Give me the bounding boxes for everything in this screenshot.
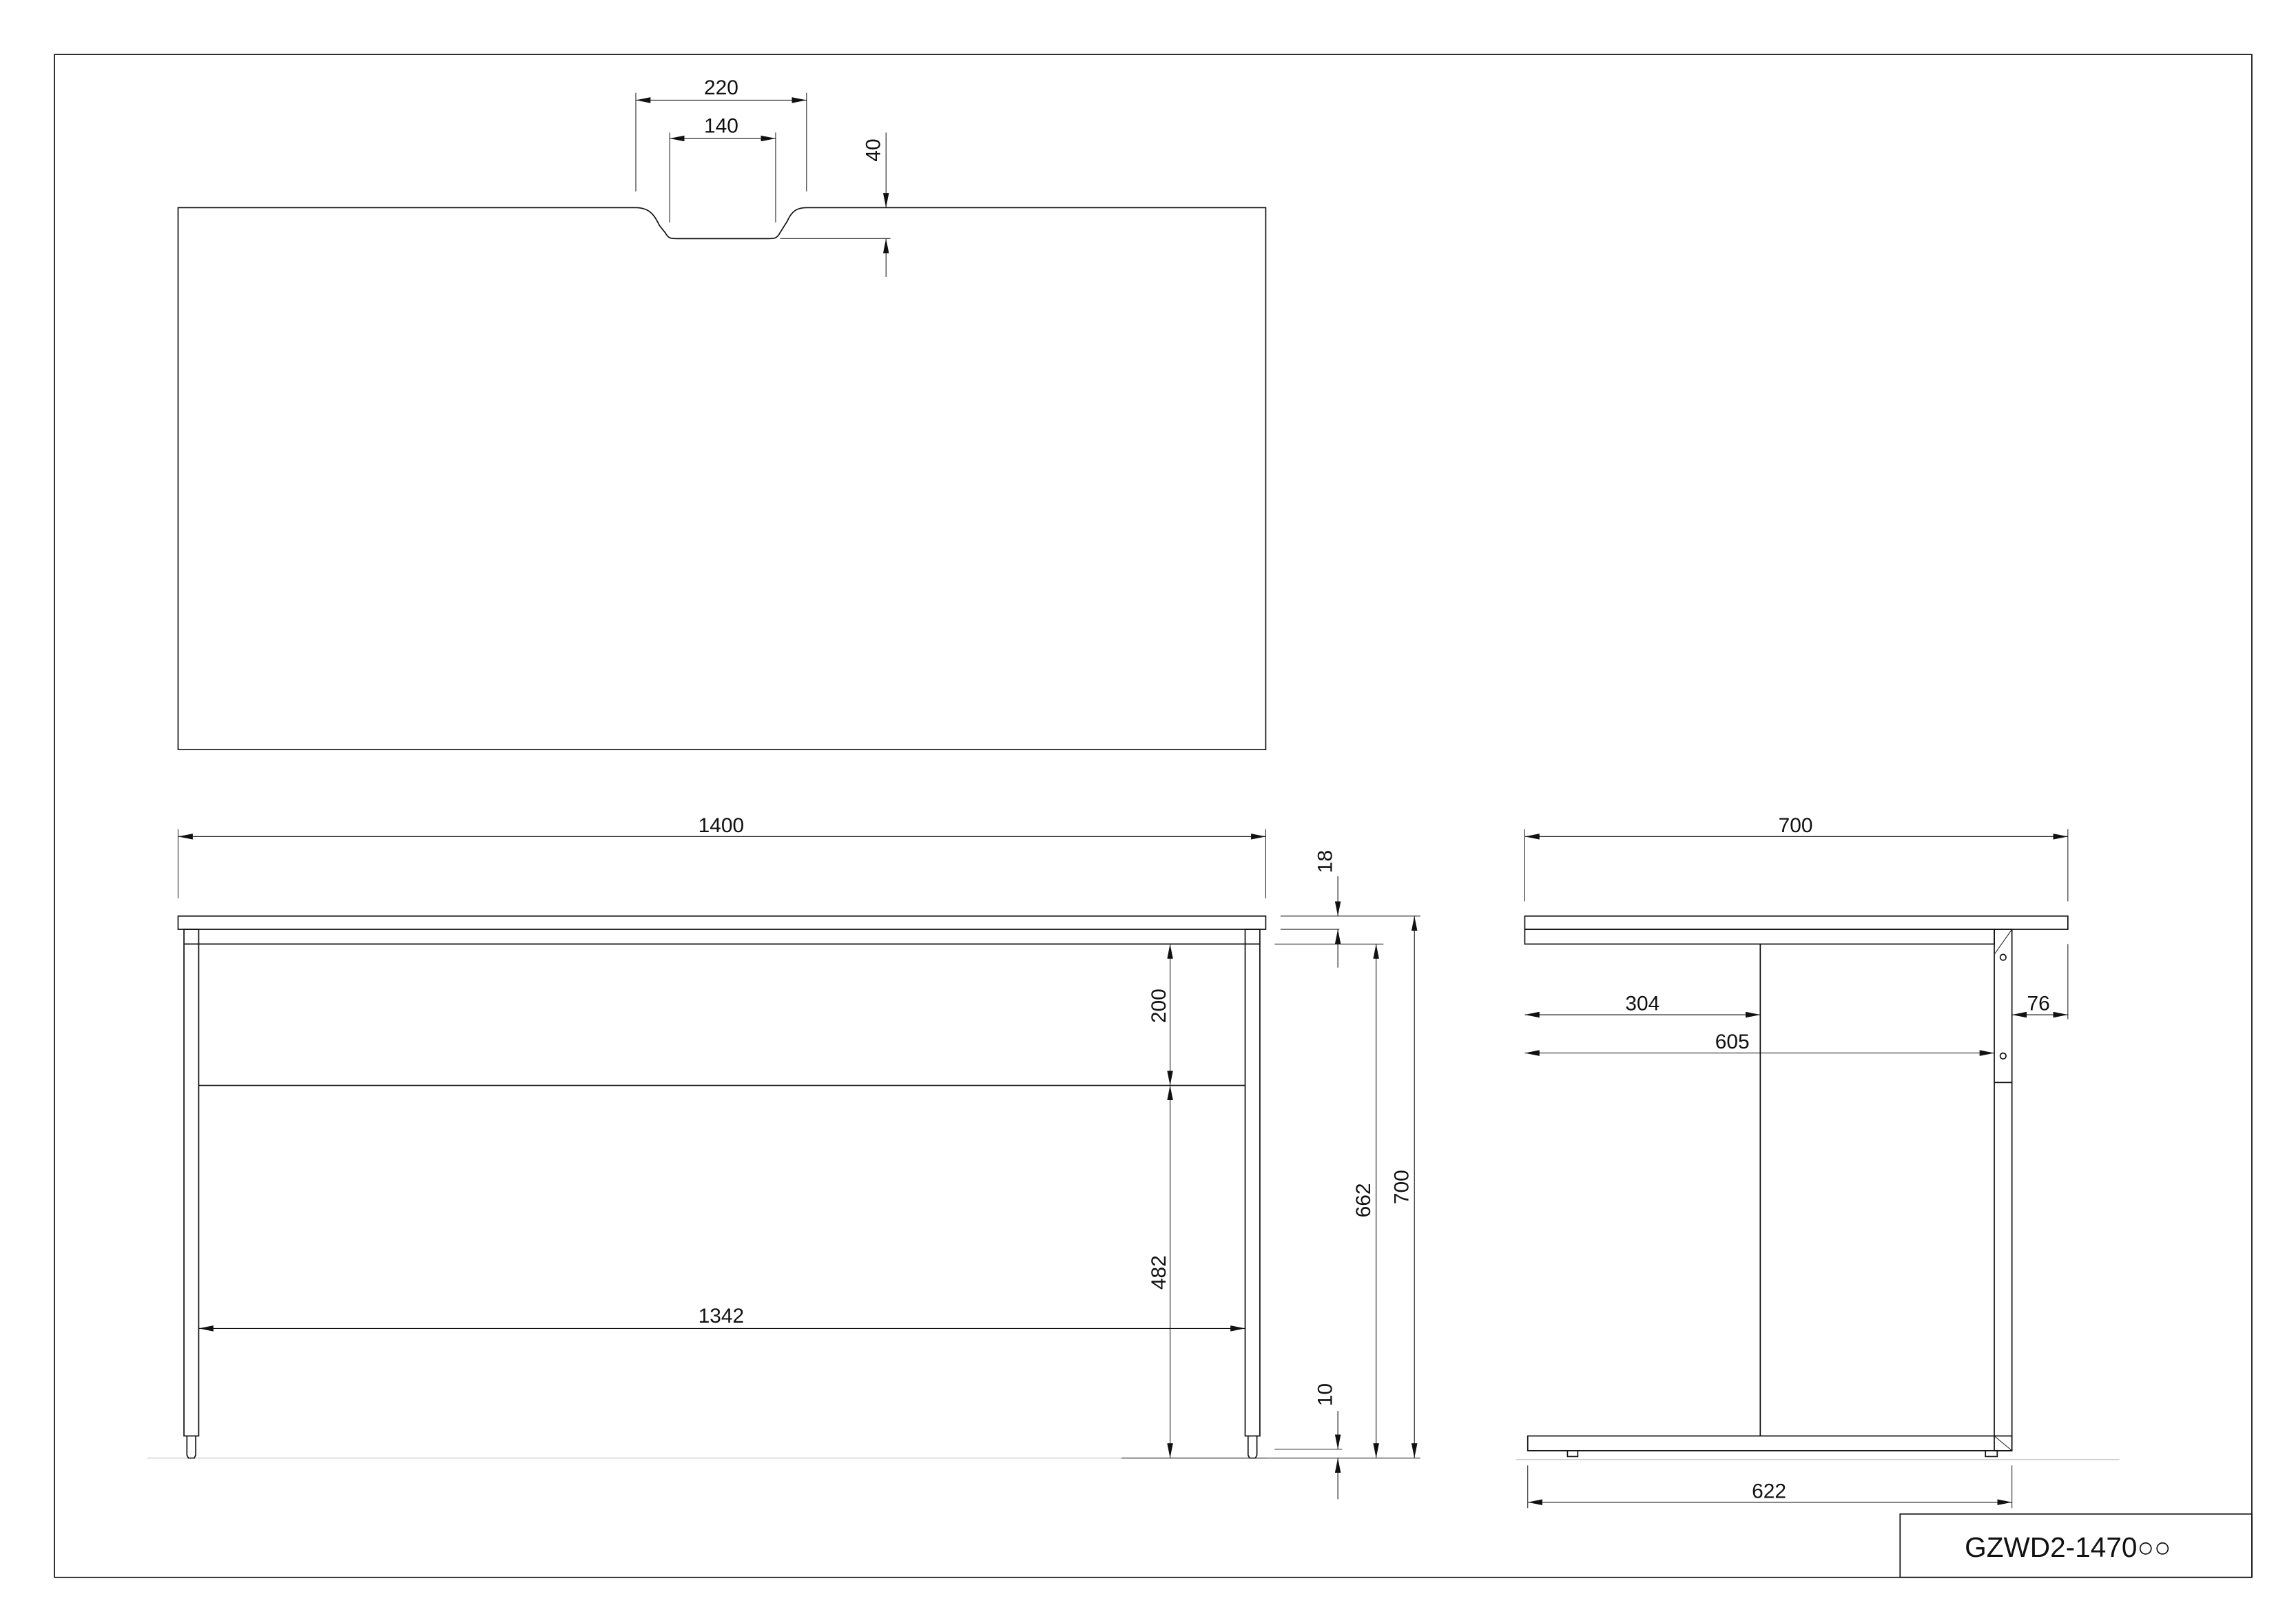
side-view: 700 304 605 76 622 <box>1516 814 2120 1509</box>
title-block <box>1899 1513 2253 1578</box>
dim-lower-height: 482 <box>1148 1255 1170 1290</box>
right-leg <box>1244 929 1261 1437</box>
base-foot <box>1527 1435 2013 1451</box>
bolt-hole <box>1999 1052 2007 1060</box>
dim-apron-height: 200 <box>1148 989 1170 1023</box>
dim-panel-offset: 304 <box>1625 993 1659 1015</box>
dim-overhang: 76 <box>2027 993 2049 1015</box>
desktop-front <box>177 915 1267 930</box>
dim-notch-outer: 220 <box>704 76 738 99</box>
model-number: GZWD2-1470○○ <box>1965 1531 2171 1563</box>
dim-inner-width: 1342 <box>699 1305 745 1327</box>
dim-leg-offset: 605 <box>1715 1031 1750 1053</box>
left-leg <box>183 929 200 1437</box>
dim-adjuster: 10 <box>1314 1383 1337 1406</box>
dim-top-thickness: 18 <box>1314 850 1337 873</box>
side-leg <box>1994 929 2013 1451</box>
dim-notch-inner: 140 <box>704 114 738 137</box>
bolt-hole <box>1999 953 2007 961</box>
top-view: 220 140 40 <box>177 76 1267 751</box>
dim-total-height: 700 <box>1391 1170 1414 1204</box>
dim-notch-depth: 40 <box>862 138 885 161</box>
desktop-side <box>1524 915 2069 930</box>
dim-width: 1400 <box>699 814 745 837</box>
dim-under-top-height: 662 <box>1352 1183 1375 1217</box>
front-view: 1400 200 482 1342 18 662 700 10 <box>147 814 1420 1500</box>
drawing-frame <box>54 54 2253 1578</box>
dim-depth: 700 <box>1779 814 1813 837</box>
desktop-outline <box>177 207 1267 751</box>
dim-base-length: 622 <box>1752 1480 1786 1502</box>
